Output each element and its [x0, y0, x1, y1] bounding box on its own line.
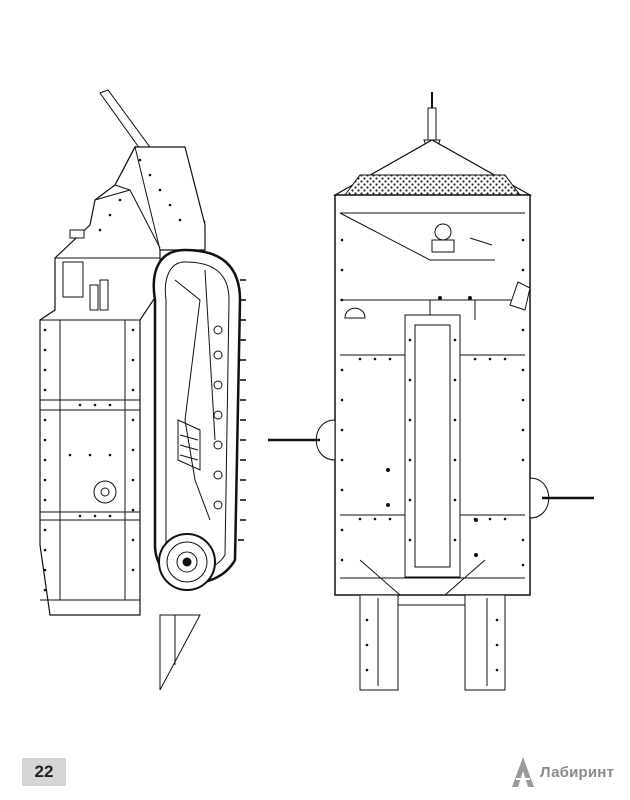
engine-bay — [404, 314, 461, 578]
watermark-text: Лабиринт — [540, 763, 615, 781]
tail-skid — [159, 614, 201, 691]
upper-armour-slope — [114, 145, 161, 251]
rear-exhaust — [509, 281, 531, 311]
page-number-badge: 22 — [22, 758, 66, 786]
page-number: 22 — [34, 762, 54, 781]
tail-skid-right — [464, 594, 506, 691]
side-elevation-drawing — [39, 89, 246, 691]
a-logo-icon — [512, 757, 534, 787]
track-links — [238, 279, 246, 541]
plan-rivets — [340, 238, 525, 672]
hatched-band — [344, 174, 521, 196]
side-rivets — [43, 158, 182, 592]
left-gun-mount — [315, 419, 336, 461]
tail-skid-left — [359, 594, 399, 691]
watermark: Лабиринт — [510, 750, 630, 794]
top-plan-drawing — [268, 92, 594, 691]
right-gun-mount — [529, 477, 550, 519]
side-hub — [93, 480, 117, 504]
